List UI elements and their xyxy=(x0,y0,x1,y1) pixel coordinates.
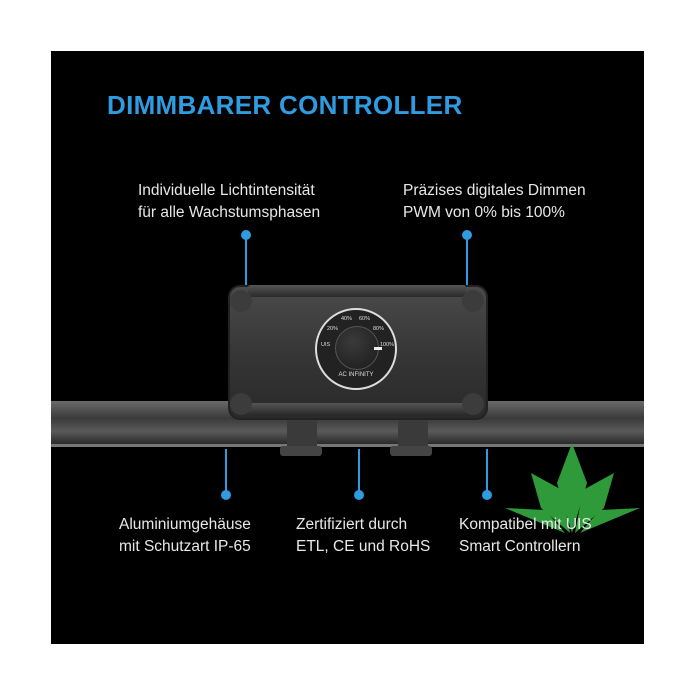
housing-corner xyxy=(230,290,252,312)
housing-corner xyxy=(462,290,484,312)
callout-line xyxy=(245,235,247,290)
housing-rail xyxy=(248,285,466,297)
dial-indicator xyxy=(374,347,382,350)
callout-line xyxy=(486,449,488,494)
mount-pad xyxy=(390,446,432,456)
housing-rail xyxy=(248,403,466,415)
callout-dot xyxy=(482,490,492,500)
feature-line: für alle Wachstumsphasen xyxy=(138,204,321,221)
feature-line: PWM von 0% bis 100% xyxy=(403,204,565,221)
feature-line: Individuelle Lichtintensität xyxy=(138,182,315,199)
feature-compatible: Kompatibel mit UIS Smart Controllern xyxy=(459,514,592,558)
brand-label: AC INFINITY xyxy=(338,372,374,378)
dial-label: UIS xyxy=(321,342,331,348)
feature-line: Zertifiziert durch xyxy=(296,516,408,533)
dial-label: 20% xyxy=(327,326,339,332)
callout-line xyxy=(225,449,227,494)
feature-housing: Aluminiumgehäuse mit Schutzart IP-65 xyxy=(119,514,251,558)
housing-corner xyxy=(462,393,484,415)
callout-dot xyxy=(221,490,231,500)
callout-dot xyxy=(354,490,364,500)
callout-line xyxy=(358,449,360,494)
dial-label: 100% xyxy=(380,342,395,348)
callout-line xyxy=(466,235,468,290)
feature-line: Kompatibel mit UIS xyxy=(459,516,592,533)
feature-intensity: Individuelle Lichtintensität für alle Wac… xyxy=(138,180,320,224)
feature-line: Präzises digitales Dimmen xyxy=(403,182,586,199)
dial-label: 40% xyxy=(341,316,353,322)
housing-corner xyxy=(230,393,252,415)
dimmer-dial[interactable]: UIS 20% 40% 60% 80% 100% AC INFINITY xyxy=(315,308,397,390)
feature-line: mit Schutzart IP-65 xyxy=(119,538,251,555)
mount-pad xyxy=(280,446,322,456)
feature-line: Aluminiumgehäuse xyxy=(119,516,251,533)
feature-line: ETL, CE und RoHS xyxy=(296,538,431,555)
dial-knob[interactable] xyxy=(335,326,379,370)
dial-label: 80% xyxy=(373,326,385,332)
page-title: DIMMBARER CONTROLLER xyxy=(107,90,463,120)
dial-label: 60% xyxy=(359,316,371,322)
feature-line: Smart Controllern xyxy=(459,538,581,555)
leaf-watermark-icon xyxy=(505,443,640,533)
